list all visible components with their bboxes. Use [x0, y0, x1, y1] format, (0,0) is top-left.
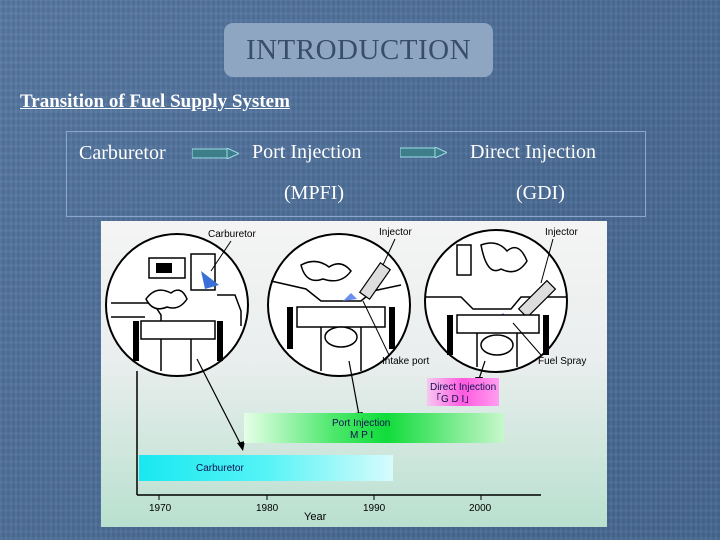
title-box: INTRODUCTION — [224, 23, 493, 77]
port-injection-bar: Port Injection M P I — [244, 413, 504, 443]
callout-carburetor: Carburetor — [208, 229, 256, 240]
axis-label-year: Year — [304, 511, 327, 523]
flow-box — [66, 131, 646, 217]
callout-injector-port: Injector — [379, 227, 412, 238]
fuel-system-figure: Carburetor Injector Injector Intake port… — [101, 221, 607, 527]
port-bar-abbr: M P I — [350, 430, 373, 441]
tick-2000: 2000 — [469, 503, 492, 514]
stage-port-injection-abbr: (MPFI) — [284, 182, 345, 204]
direct-bar-abbr: 「G D I」 — [431, 393, 474, 405]
callout-intake-port: Intake port — [382, 356, 429, 367]
stage-direct-injection-abbr: (GDI) — [516, 182, 565, 204]
stage-direct-injection-label: Direct Injection — [470, 141, 597, 163]
tick-1980: 1980 — [256, 503, 279, 514]
stage-carburetor-label: Carburetor — [79, 142, 166, 164]
slide-subtitle: Transition of Fuel Supply System — [20, 91, 290, 112]
tick-1970: 1970 — [149, 503, 172, 514]
port-injection-engine-diagram — [267, 233, 411, 377]
arrow-right-icon — [192, 148, 239, 159]
port-bar-label: Port Injection — [332, 418, 390, 429]
tick-1990: 1990 — [363, 503, 386, 514]
carburetor-bar: Carburetor — [139, 455, 393, 481]
stage-port-injection-label: Port Injection — [252, 141, 362, 163]
direct-injection-engine-diagram — [424, 229, 568, 373]
slide-title: INTRODUCTION — [245, 33, 472, 66]
direct-injection-bar: Direct Injection 「G D I」 — [427, 378, 499, 406]
carburetor-engine-diagram — [105, 233, 249, 377]
direct-bar-label: Direct Injection — [430, 382, 496, 393]
year-axis: 1970 1980 1990 2000 Year — [136, 371, 541, 523]
arrow-right-icon — [400, 147, 447, 158]
carburetor-bar-label: Carburetor — [196, 463, 244, 474]
callout-injector-direct: Injector — [545, 227, 578, 238]
callout-fuel-spray: Fuel Spray — [538, 356, 586, 367]
